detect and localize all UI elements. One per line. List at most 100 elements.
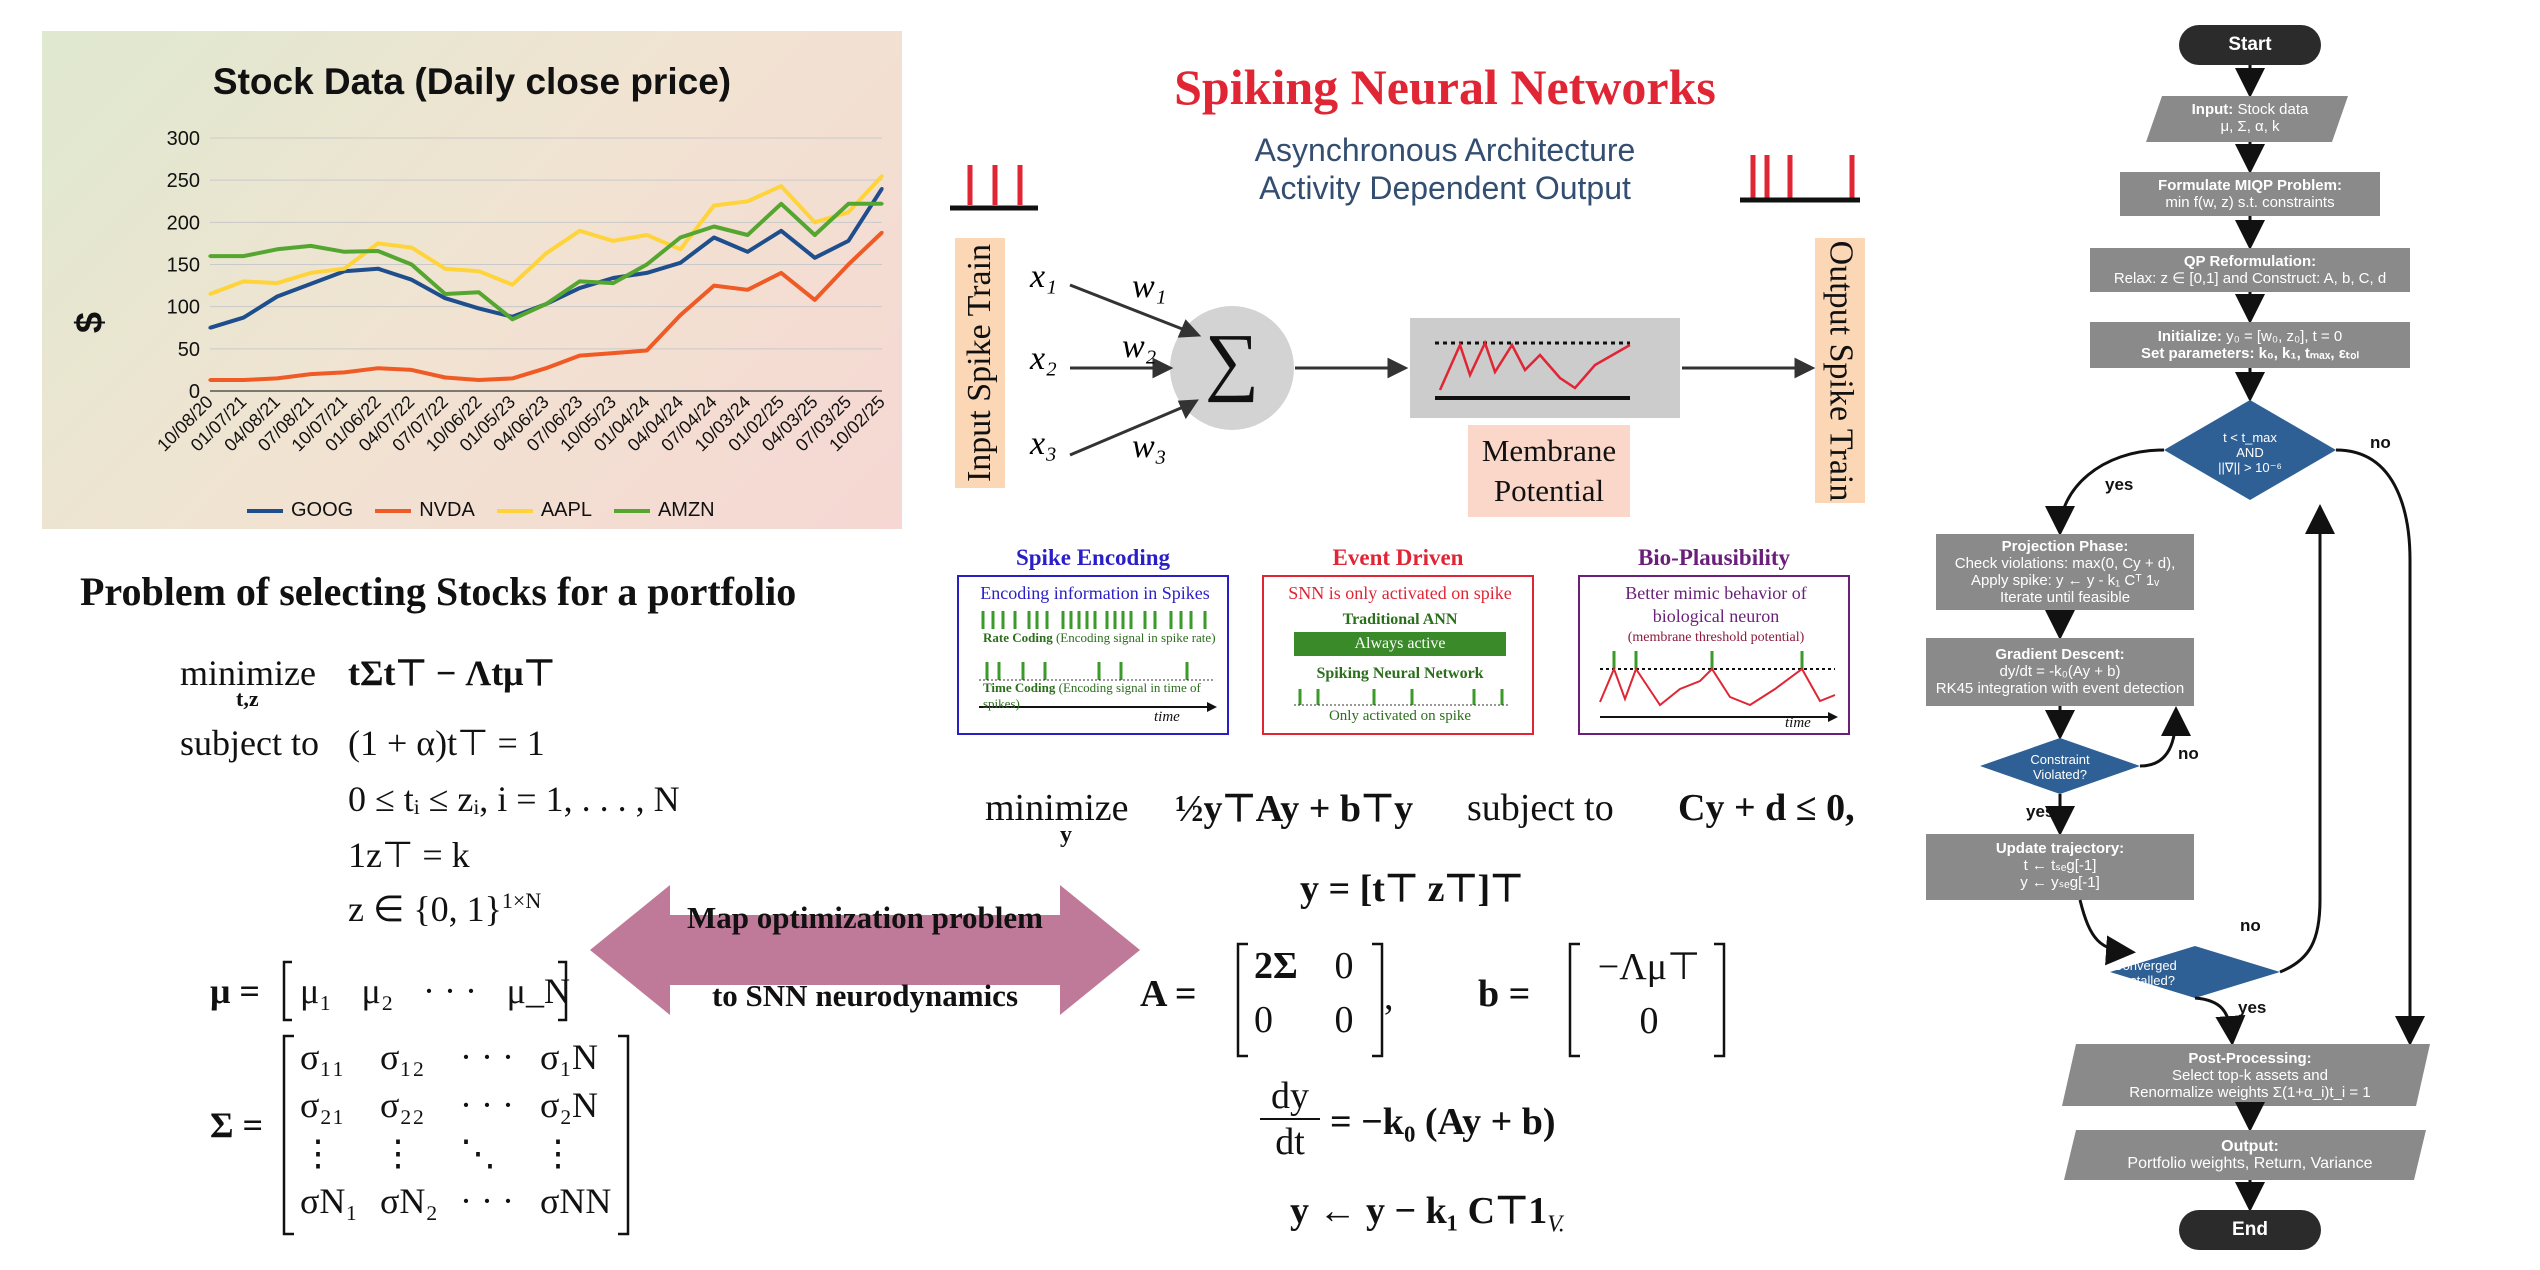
mu-entry: μ₁ bbox=[300, 971, 332, 1011]
post-l3: Renormalize weights Σ(1+α_i)t_i = 1 bbox=[2129, 1084, 2371, 1101]
ode-numerator: dy bbox=[1271, 1075, 1309, 1117]
qp-reformulation-node bbox=[2090, 248, 2410, 292]
data-point-nvda bbox=[410, 368, 414, 372]
bio-plausibility-box: Better mimic behavior of biological neur… bbox=[1578, 575, 1850, 735]
sigma-cell: σNN bbox=[540, 1181, 612, 1221]
constraint-1: (1 + α)t⊤ = 1 bbox=[348, 723, 545, 763]
weight-w3: w₃ bbox=[1132, 428, 1167, 465]
data-point-nvda bbox=[880, 230, 884, 235]
y-tick-label: 50 bbox=[178, 339, 200, 361]
bio-membrane-diagram bbox=[1599, 651, 1838, 722]
ode-fraction: dy dt bbox=[1260, 1074, 1320, 1164]
projection-node bbox=[1936, 534, 2194, 610]
data-point-goog bbox=[712, 235, 716, 240]
bio-head-1: Better mimic behavior of bbox=[1625, 583, 1807, 603]
data-point-amzn bbox=[678, 235, 683, 240]
qp-b-vector: −Λμ⊤ 0 bbox=[1584, 944, 1714, 1043]
legend-item-aapl: AAPL bbox=[496, 499, 592, 522]
data-point-nvda bbox=[611, 351, 615, 355]
data-point-amzn bbox=[376, 249, 380, 253]
bio-plausibility-title: Bio-Plausibility bbox=[1637, 545, 1791, 570]
proj-l3: Apply spike: y ← y - k₁ Cᵀ 1ᵥ bbox=[1970, 572, 2160, 589]
data-point-amzn bbox=[611, 281, 615, 285]
ode-rhs: = −k₀ (Ay + b) bbox=[1330, 1101, 1556, 1143]
membrane-line-1: Membrane bbox=[1481, 433, 1617, 468]
qp-b-lhs: b = bbox=[1478, 973, 1531, 1015]
grad-bold: Gradient Descent: bbox=[1995, 646, 2125, 663]
data-point-aapl bbox=[309, 271, 313, 275]
subject-to: subject to bbox=[180, 723, 319, 763]
d2-yes-label: yes bbox=[2026, 802, 2055, 821]
data-point-aapl bbox=[846, 210, 851, 214]
time-coding-label: Time Coding bbox=[983, 680, 1056, 695]
data-point-goog bbox=[578, 286, 582, 290]
input-x3: x₃ bbox=[1030, 425, 1057, 462]
d1-no-label: no bbox=[2370, 433, 2391, 452]
spike-encoding-title: Spike Encoding bbox=[1015, 545, 1171, 570]
A-cell: 0 bbox=[1334, 945, 1354, 987]
data-point-amzn bbox=[544, 302, 548, 306]
qp-comma: , bbox=[1384, 976, 1394, 1018]
sigma-cell: · · · bbox=[460, 1085, 514, 1125]
mu-lhs: μ = bbox=[210, 971, 260, 1011]
flowchart bbox=[1926, 25, 2430, 1250]
data-point-goog bbox=[611, 276, 615, 280]
upd-l3: y ← yₛₑg[-1] bbox=[2020, 874, 2100, 891]
minimize-sub: t,z bbox=[236, 686, 259, 711]
data-point-amzn bbox=[645, 262, 649, 267]
update-rule-sub: V. bbox=[1547, 1211, 1565, 1238]
data-point-amzn bbox=[242, 254, 246, 258]
data-point-aapl bbox=[242, 279, 246, 283]
input-node bbox=[2146, 96, 2348, 142]
stock-line-chart: 05010015020025030010/08/2001/07/2104/08/… bbox=[153, 128, 889, 455]
formulate-label: Formulate MIQP Problem:min f(w, z) s.t. … bbox=[2120, 177, 2380, 211]
input-rest: Stock data bbox=[2237, 101, 2309, 118]
A-cell: 0 bbox=[1254, 999, 1273, 1041]
sigma-cell: σ₁₂ bbox=[380, 1037, 425, 1077]
bio-note: (membrane threshold potential) bbox=[1627, 630, 1805, 645]
input-x1: x₁ bbox=[1030, 258, 1057, 295]
map-text-line1: Map optimization problem bbox=[687, 900, 1043, 935]
convergence-decision bbox=[2110, 946, 2280, 998]
problem-title: Problem of selecting Stocks for a portfo… bbox=[80, 569, 797, 614]
data-point-amzn bbox=[846, 202, 851, 206]
membrane-potential-box bbox=[1410, 318, 1680, 418]
mu-entry: μ₂ bbox=[361, 971, 394, 1011]
membrane-line-2: Potential bbox=[1493, 473, 1605, 508]
mu-entry: · · · bbox=[423, 971, 477, 1011]
data-point-aapl bbox=[510, 283, 514, 287]
A-cell: 0 bbox=[1334, 999, 1354, 1041]
map-double-arrow bbox=[590, 885, 1140, 1015]
out-bold: Output: bbox=[2221, 1138, 2279, 1155]
input-x2: x₂ bbox=[1030, 340, 1057, 377]
gradient-descent-node bbox=[1926, 638, 2194, 706]
sigma-cell: σN₂ bbox=[380, 1181, 438, 1221]
mu-brackets bbox=[282, 960, 568, 1022]
qp-reformulation-label: QP Reformulation:Relax: z ∈ [0,1] and Co… bbox=[2090, 253, 2410, 287]
encoding-head: Encoding information in Spikes bbox=[980, 583, 1210, 603]
data-point-amzn bbox=[712, 224, 716, 229]
d1-line1: t < t_max bbox=[2223, 430, 2277, 445]
data-point-aapl bbox=[443, 267, 447, 271]
qp-bold: QP Reformulation: bbox=[2183, 253, 2317, 270]
sigma-cell: ⋮ bbox=[300, 1133, 336, 1173]
sigma-cell: ⋮ bbox=[380, 1133, 416, 1173]
data-point-nvda bbox=[846, 262, 851, 267]
time-coding-note: (Encoding signal in time of spikes) bbox=[983, 680, 1201, 711]
legend-item-nvda: NVDA bbox=[375, 499, 475, 522]
data-point-amzn bbox=[880, 202, 884, 206]
grad-l2: dy/dt = -k₀(Ay + b) bbox=[1999, 663, 2121, 680]
data-point-nvda bbox=[678, 313, 683, 317]
encoding-time-axis-label: time bbox=[1154, 709, 1180, 725]
data-point-goog bbox=[376, 267, 380, 271]
membrane-potential-label: Membrane Potential bbox=[1468, 425, 1630, 517]
data-point-amzn bbox=[578, 279, 582, 283]
output-node bbox=[2064, 1130, 2426, 1180]
data-point-nvda bbox=[275, 376, 279, 380]
formulate-bold: Formulate MIQP Problem: bbox=[2158, 177, 2342, 194]
proj-l2: Check violations: max(0, Cy + d), bbox=[1954, 555, 2176, 572]
d3-line2: or stalled? bbox=[2115, 973, 2175, 988]
qp-A-lhs: A = bbox=[1140, 973, 1197, 1015]
upd-bold: Update trajectory: bbox=[1995, 840, 2125, 857]
input-spike-train-box: Input Spike Train bbox=[955, 238, 1005, 488]
